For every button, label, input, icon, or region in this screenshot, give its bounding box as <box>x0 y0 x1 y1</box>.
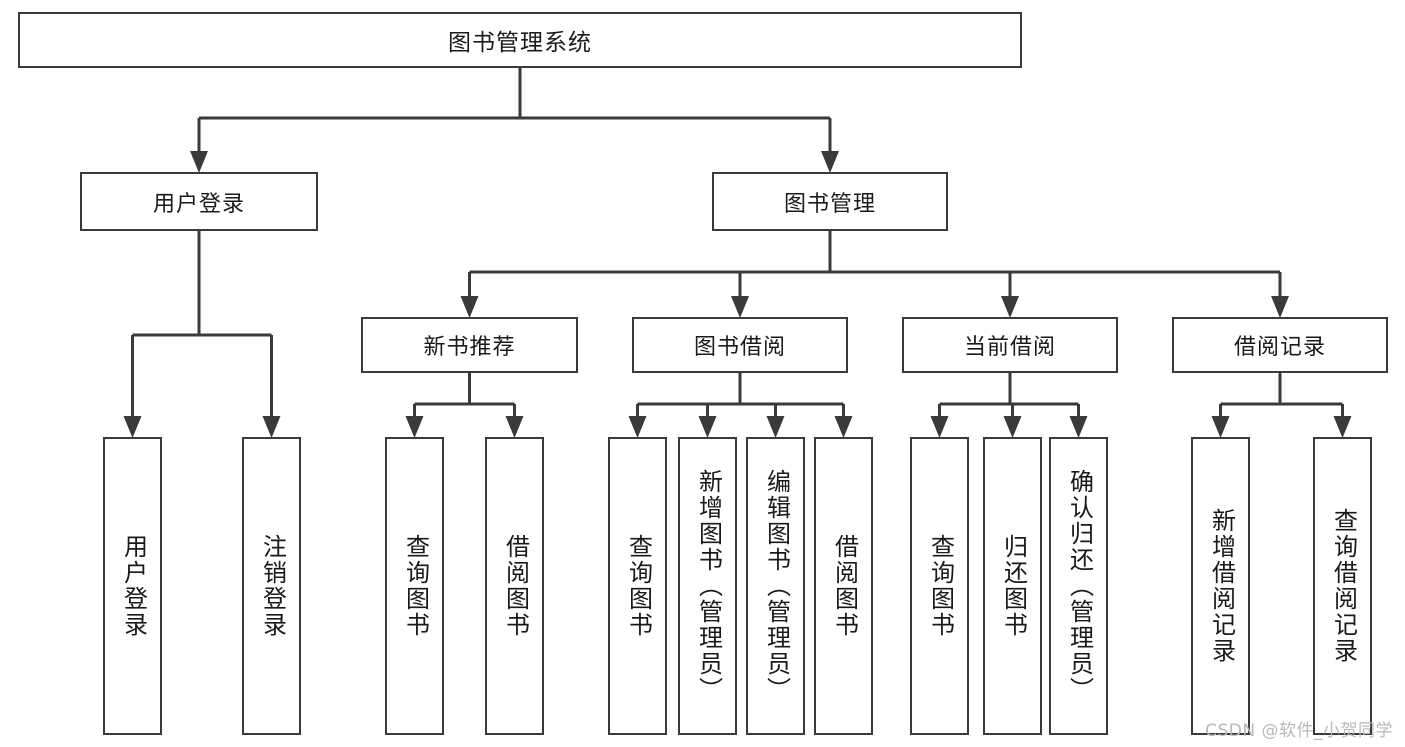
leaf-label: 查询借阅记录 <box>1329 508 1358 664</box>
leaf-label: 新增借阅记录 <box>1207 508 1236 664</box>
leaf-label: 查询图书 <box>401 534 430 638</box>
node-root[interactable]: 图书管理系统 <box>18 12 1022 68</box>
leaf-label: 编辑图书（管理员） <box>762 469 791 703</box>
leaf-query-book-1[interactable]: 查询图书 <box>385 437 444 735</box>
node-book-borrow[interactable]: 图书借阅 <box>632 317 848 373</box>
leaf-label: 新增图书（管理员） <box>694 469 723 703</box>
node-current-borrow[interactable]: 当前借阅 <box>902 317 1118 373</box>
leaf-label: 用户登录 <box>119 534 148 638</box>
leaf-query-record[interactable]: 查询借阅记录 <box>1313 437 1372 735</box>
node-borrow-record[interactable]: 借阅记录 <box>1172 317 1388 373</box>
leaf-label: 借阅图书 <box>501 534 530 638</box>
leaf-label: 查询图书 <box>624 534 653 638</box>
leaf-label: 借阅图书 <box>830 534 859 638</box>
leaf-label: 确认归还（管理员） <box>1065 469 1094 703</box>
leaf-label: 归还图书 <box>999 534 1028 638</box>
leaf-borrow-book-2[interactable]: 借阅图书 <box>814 437 873 735</box>
leaf-label: 注销登录 <box>258 534 287 638</box>
leaf-add-book[interactable]: 新增图书（管理员） <box>678 437 737 735</box>
leaf-query-book-3[interactable]: 查询图书 <box>910 437 969 735</box>
leaf-borrow-book-1[interactable]: 借阅图书 <box>485 437 544 735</box>
leaf-label: 查询图书 <box>926 534 955 638</box>
leaf-user-login[interactable]: 用户登录 <box>103 437 162 735</box>
leaf-logout[interactable]: 注销登录 <box>242 437 301 735</box>
node-book-manage[interactable]: 图书管理 <box>712 172 948 231</box>
leaf-confirm-return[interactable]: 确认归还（管理员） <box>1049 437 1108 735</box>
leaf-query-book-2[interactable]: 查询图书 <box>608 437 667 735</box>
leaf-add-record[interactable]: 新增借阅记录 <box>1191 437 1250 735</box>
node-new-book-recommend[interactable]: 新书推荐 <box>361 317 578 373</box>
node-user-login[interactable]: 用户登录 <box>80 172 318 231</box>
leaf-edit-book[interactable]: 编辑图书（管理员） <box>746 437 805 735</box>
leaf-return-book[interactable]: 归还图书 <box>983 437 1042 735</box>
